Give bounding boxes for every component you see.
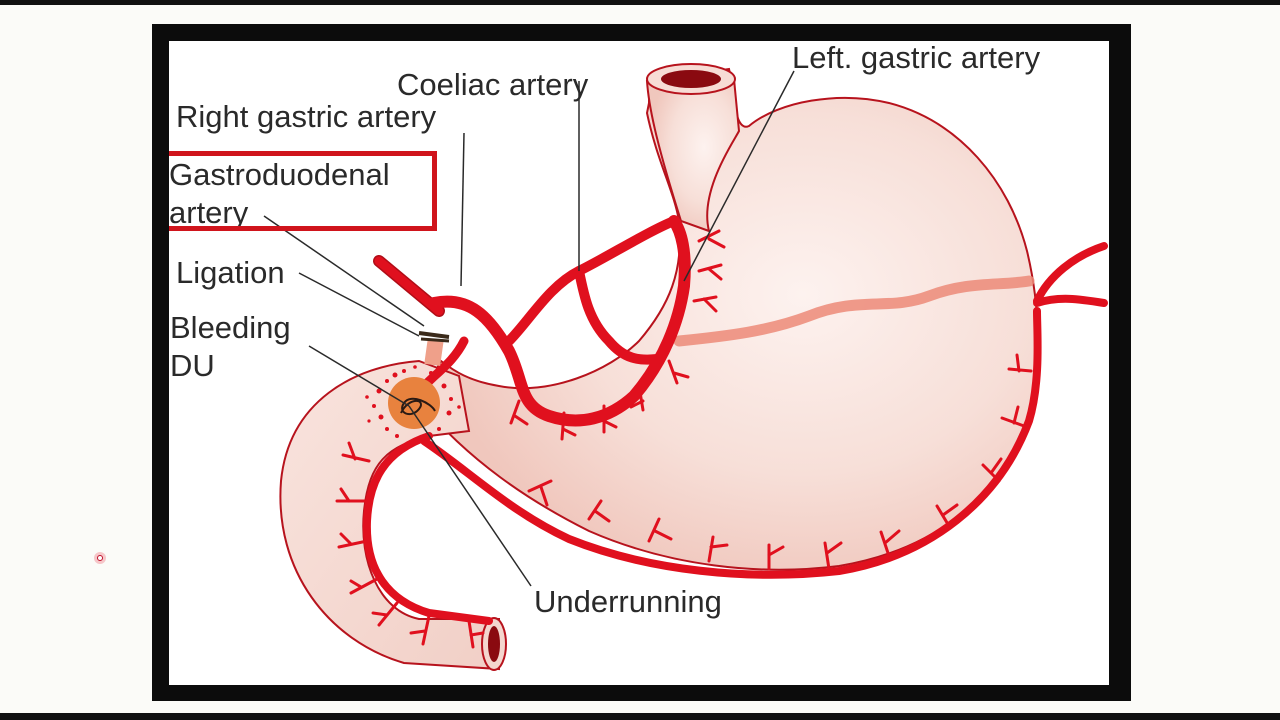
leader-lines	[263, 70, 795, 587]
small-branches	[335, 229, 1033, 649]
laser-pointer-icon	[94, 552, 106, 564]
duodenum	[279, 359, 500, 671]
label-right-gastric-artery: Right gastric artery	[176, 99, 437, 134]
label-bleeding-line1: Bleeding	[170, 310, 291, 345]
gastroepiploic-faint	[673, 275, 1035, 347]
bottom-rule	[0, 713, 1280, 720]
diagram-canvas: Coeliac artery Left. gastric artery Righ…	[169, 41, 1109, 685]
label-gastroduodenal-line1: Gastroduodenal	[169, 157, 390, 192]
stomach-body	[417, 67, 1040, 571]
stomach-diagram	[263, 63, 1108, 671]
label-ligation: Ligation	[176, 255, 285, 290]
label-bleeding-line2: DU	[170, 348, 215, 383]
oesophagus-lumen	[661, 70, 721, 88]
top-rule	[0, 0, 1280, 5]
label-coeliac-artery: Coeliac artery	[397, 67, 589, 102]
label-underrunning: Underrunning	[534, 584, 722, 619]
bleeding-ulcer	[365, 365, 461, 439]
slide-frame: Coeliac artery Left. gastric artery Righ…	[152, 24, 1131, 701]
label-left-gastric-artery: Left. gastric artery	[792, 41, 1041, 75]
duodenum-lumen	[488, 626, 500, 662]
label-gastroduodenal-line2: artery	[169, 195, 249, 230]
artery-network	[362, 215, 1108, 625]
oesophagus	[645, 77, 741, 233]
ligation-site	[418, 331, 450, 366]
gastroduodenal-highlight-box	[169, 151, 437, 231]
